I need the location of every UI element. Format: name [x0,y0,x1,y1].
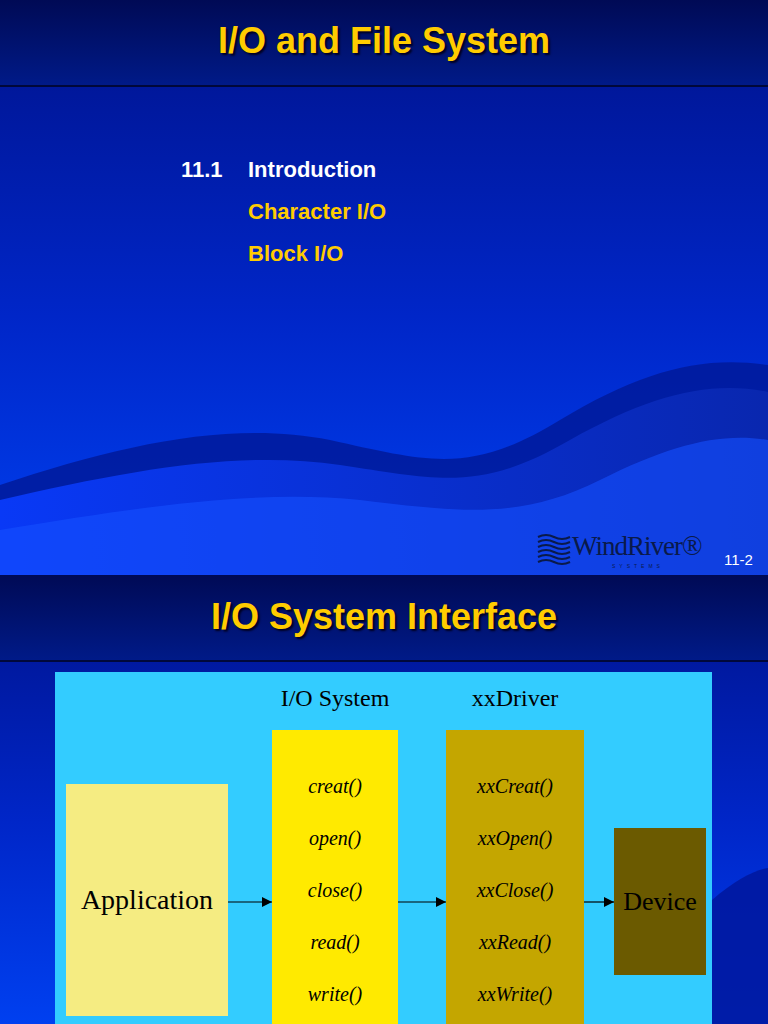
io-system-box: I/O Systemcreat()open()close()read()writ… [272,730,398,1024]
wave-shape [712,868,768,1024]
function-name: write() [252,968,418,1020]
list-item: Block I/O [248,241,343,267]
list-item: Character I/O [248,199,386,225]
function-name: creat() [252,760,418,812]
function-name: open() [252,812,418,864]
column-heading: xxDriver [426,678,604,718]
driver-box: xxDriverxxCreat()xxOpen()xxClose()xxRead… [446,730,584,1024]
flow-arrow [398,901,446,902]
wave-shape [0,362,768,575]
wave-shape [0,438,768,575]
wave-shape [0,388,768,575]
page-number: 11-2 [724,551,753,568]
section-number: 11.1 [181,157,223,183]
list-item: Introduction [248,157,376,183]
flow-arrow [584,901,614,902]
function-name: xxCreat() [426,760,604,812]
application-box: Application [66,784,228,1016]
box-label: Device [623,887,697,917]
logo-symbol [538,535,570,564]
function-name: xxWrite() [426,968,604,1020]
box-label: Application [81,884,213,916]
logo-text: WindRiver® [572,531,701,562]
flow-arrow [228,901,272,902]
function-name: xxRead() [426,916,604,968]
logo-subtext: SYSTEMS [612,563,664,569]
function-name: close() [252,864,418,916]
slide-title: I/O and File System [0,20,768,62]
function-name: xxOpen() [426,812,604,864]
column-heading: I/O System [252,678,418,718]
function-name: xxClose() [426,864,604,916]
slide-title: I/O System Interface [0,596,768,638]
function-name: read() [252,916,418,968]
device-box: Device [614,828,706,975]
diagram-panel [55,672,712,1024]
